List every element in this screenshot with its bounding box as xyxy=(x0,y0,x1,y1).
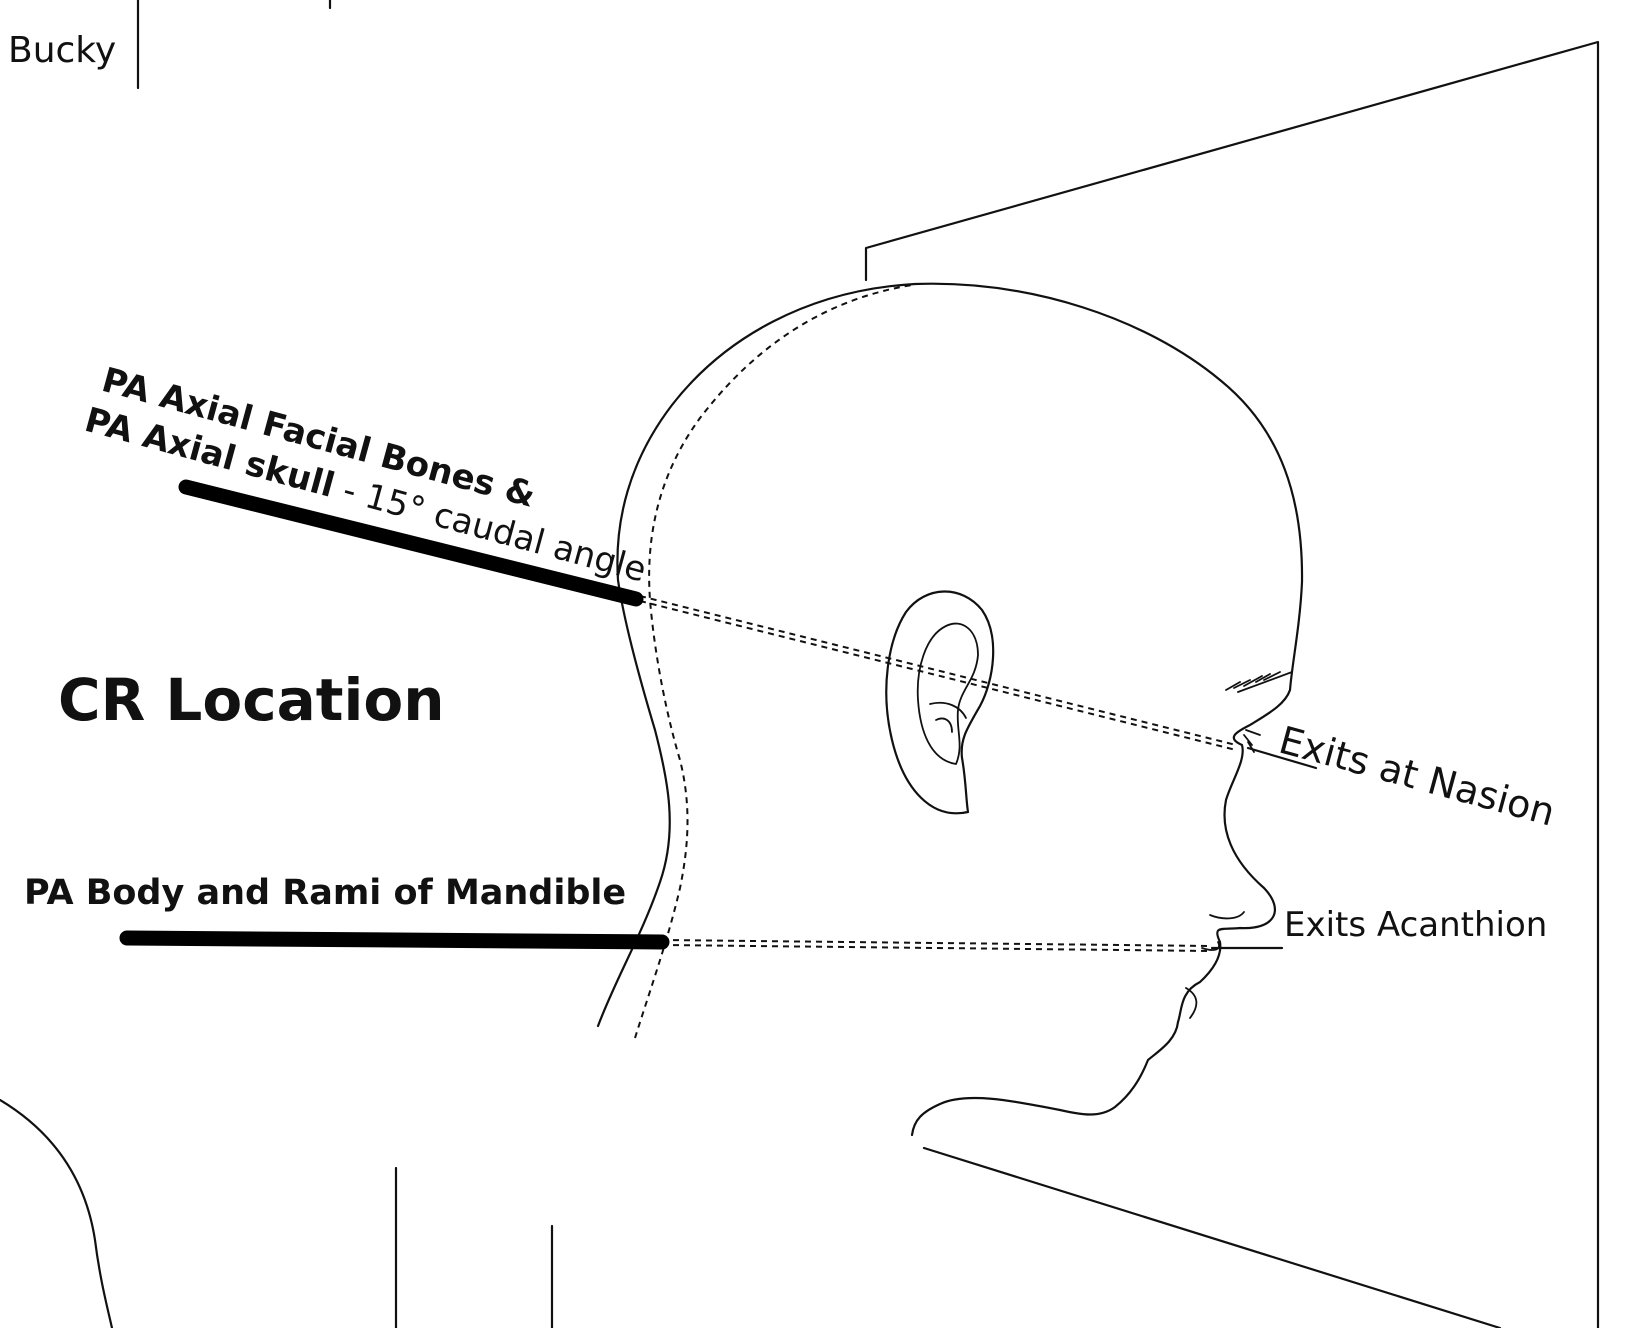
body-outline xyxy=(0,1098,114,1328)
nasion-label-group: Exits at Nasion xyxy=(1274,718,1559,835)
cr-beam-mandible xyxy=(119,930,670,950)
nasion-leader xyxy=(1246,746,1318,770)
nose-details xyxy=(1185,911,1245,1019)
mandible-label: PA Body and Rami of Mandible xyxy=(24,873,626,913)
cr-beam-axial xyxy=(178,479,644,607)
exits-acanthion-label: Exits Acanthion xyxy=(1284,905,1547,945)
cr-path-mandible xyxy=(661,939,1213,952)
head-outline xyxy=(596,282,1304,1137)
exits-nasion-label: Exits at Nasion xyxy=(1274,718,1559,835)
axial-label-group: PA Axial Facial Bones & PA Axial skull -… xyxy=(81,360,651,591)
image-receptor xyxy=(864,40,1600,1328)
axial-label-line2: PA Axial skull - 15° caudal angle xyxy=(81,400,651,591)
cr-location-title: CR Location xyxy=(58,666,445,734)
brow-hatching xyxy=(1225,671,1293,753)
bucky-frame xyxy=(136,0,332,90)
bucky-label: Bucky xyxy=(8,30,116,71)
skull-dashed-outline xyxy=(634,284,913,1039)
cr-path-axial xyxy=(639,595,1237,751)
ear xyxy=(885,590,995,815)
